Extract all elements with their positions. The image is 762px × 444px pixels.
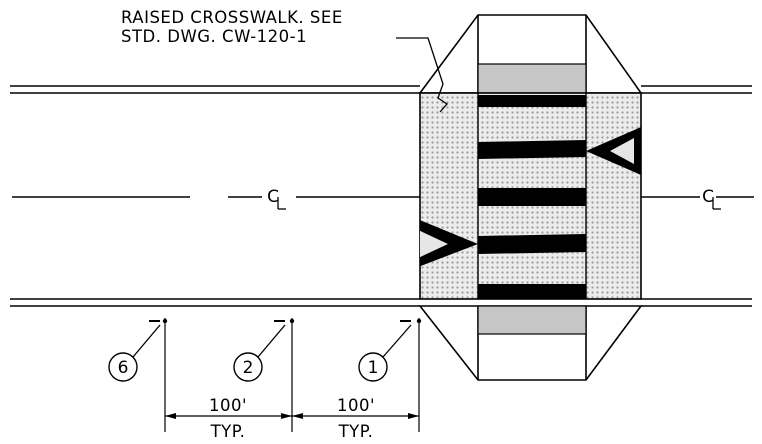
crosswalk-bar	[478, 284, 586, 299]
callout-line-2: STD. DWG. CW-120-1	[121, 27, 307, 46]
dimension-1: 100' TYP.	[165, 396, 292, 441]
crosswalk-bar	[478, 188, 586, 206]
dimension-1-note: TYP.	[210, 422, 246, 441]
callout-leader	[396, 37, 448, 113]
svg-text:C: C	[702, 187, 714, 207]
top-approach-ramp	[418, 14, 643, 94]
dimension-2: 100' TYP.	[292, 396, 419, 441]
svg-text:C: C	[267, 187, 279, 207]
marker-2: 2	[233, 318, 295, 382]
crosswalk-bar	[478, 95, 586, 107]
dimension-extension-lines	[164, 318, 420, 432]
marker-1: 1	[358, 318, 422, 382]
callout-line-1: RAISED CROSSWALK. SEE	[121, 8, 343, 27]
svg-text:2: 2	[243, 358, 254, 378]
dimension-2-note: TYP.	[338, 422, 374, 441]
crosswalk-bar	[478, 140, 586, 159]
roadway-top-edge	[10, 85, 752, 94]
roadway-bottom-edge	[10, 298, 752, 307]
dimension-2-value: 100'	[337, 396, 375, 415]
chevron-marking-right	[586, 127, 641, 175]
dimension-1-value: 100'	[209, 396, 247, 415]
callout-note: RAISED CROSSWALK. SEE STD. DWG. CW-120-1	[121, 8, 343, 46]
bottom-approach-ramp	[418, 305, 643, 381]
crosswalk-bar	[478, 234, 586, 254]
svg-text:1: 1	[368, 358, 379, 378]
centerline-symbol-right: C	[702, 187, 721, 210]
marker-6: 6	[108, 318, 168, 382]
svg-text:6: 6	[118, 358, 129, 378]
centerline-symbol-left: C	[267, 187, 286, 210]
chevron-marking-left	[420, 220, 478, 267]
crosswalk-bars	[478, 95, 586, 299]
